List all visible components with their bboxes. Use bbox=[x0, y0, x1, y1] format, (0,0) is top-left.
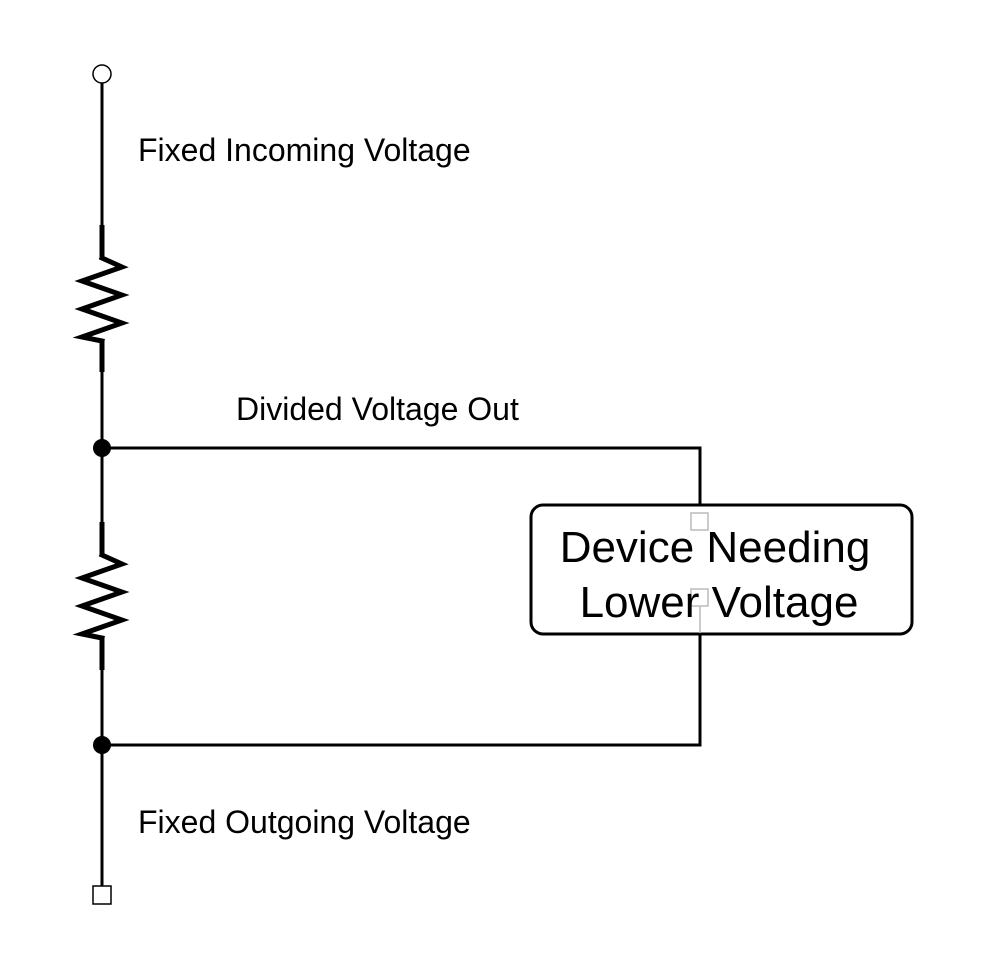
resistor-bottom bbox=[72, 522, 130, 670]
label-outgoing-voltage: Fixed Outgoing Voltage bbox=[138, 804, 471, 840]
resistor-top bbox=[72, 225, 130, 372]
device-label-line2: Lower Voltage bbox=[580, 578, 859, 627]
wire-device-to-bottom-node bbox=[102, 633, 702, 747]
label-incoming-voltage: Fixed Incoming Voltage bbox=[138, 132, 471, 168]
label-divided-voltage: Divided Voltage Out bbox=[236, 391, 519, 427]
device-pin-top bbox=[690, 512, 709, 531]
input-terminal bbox=[92, 64, 112, 84]
output-terminal bbox=[92, 885, 112, 905]
wire-divided-to-device bbox=[102, 446, 702, 505]
device-box bbox=[529, 503, 914, 636]
device-label-line1: Device Needing bbox=[560, 523, 871, 572]
